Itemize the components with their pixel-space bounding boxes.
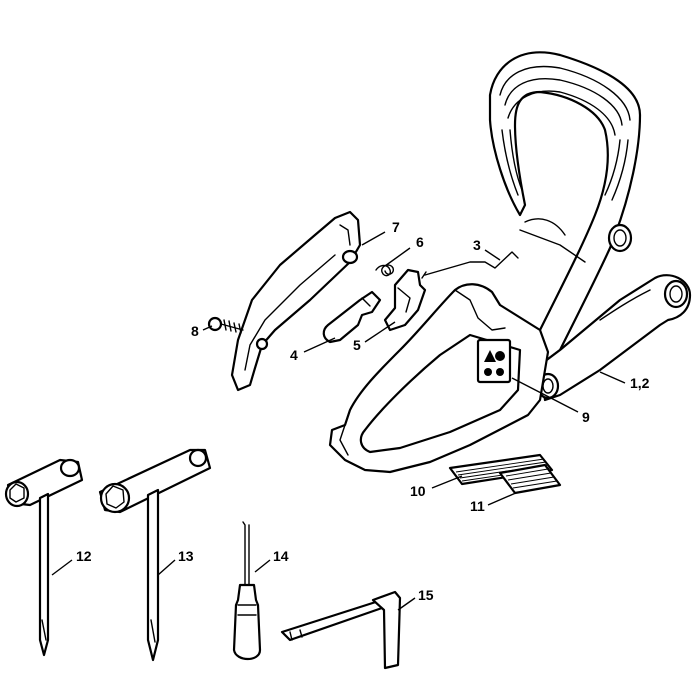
lever-part (322, 290, 382, 344)
callout-9: 9 (582, 409, 590, 425)
leader-1 (599, 371, 626, 384)
leader-12 (51, 559, 73, 576)
callout-4: 4 (290, 347, 298, 363)
callout-13: 13 (178, 548, 194, 564)
leader-8 (202, 325, 213, 331)
screw-part (207, 316, 244, 334)
callout-8: 8 (191, 323, 199, 339)
spring-part (375, 264, 395, 277)
combination-wrench-12-part (4, 458, 84, 657)
callout-3: 3 (473, 237, 481, 253)
leader-lines (51, 231, 626, 611)
callout-11: 11 (470, 498, 485, 514)
callout-labels: 7 6 3 8 4 5 1,2 9 10 11 12 13 14 15 (76, 219, 650, 603)
hex-key-part (280, 590, 402, 670)
screwdriver-part (232, 521, 262, 661)
rod-part (421, 251, 519, 279)
leader-9 (511, 377, 579, 413)
leader-14 (254, 559, 271, 573)
callout-6: 6 (416, 234, 424, 250)
callout-15: 15 (418, 587, 434, 603)
callout-14: 14 (273, 548, 289, 564)
callout-12: 12 (76, 548, 92, 564)
leader-15 (397, 597, 416, 611)
leader-10 (431, 475, 463, 489)
leader-3 (484, 249, 501, 261)
callout-5: 5 (353, 337, 361, 353)
combination-wrench-13-part (98, 448, 212, 662)
callout-7: 7 (392, 219, 400, 235)
rear-handle-housing (328, 283, 550, 474)
leader-4 (303, 337, 336, 353)
hand-guard-part (230, 210, 362, 392)
callout-1-2: 1,2 (630, 375, 650, 391)
leader-6 (384, 247, 411, 267)
callout-10: 10 (410, 483, 426, 499)
throttle-trigger-part (383, 268, 427, 332)
leader-5 (364, 321, 396, 343)
handlebar-part (488, 51, 692, 402)
decal-10-part (448, 453, 554, 486)
leader-13 (157, 559, 176, 576)
leader-7 (361, 231, 386, 246)
decal-11-part (498, 463, 562, 495)
leader-11 (487, 491, 519, 506)
